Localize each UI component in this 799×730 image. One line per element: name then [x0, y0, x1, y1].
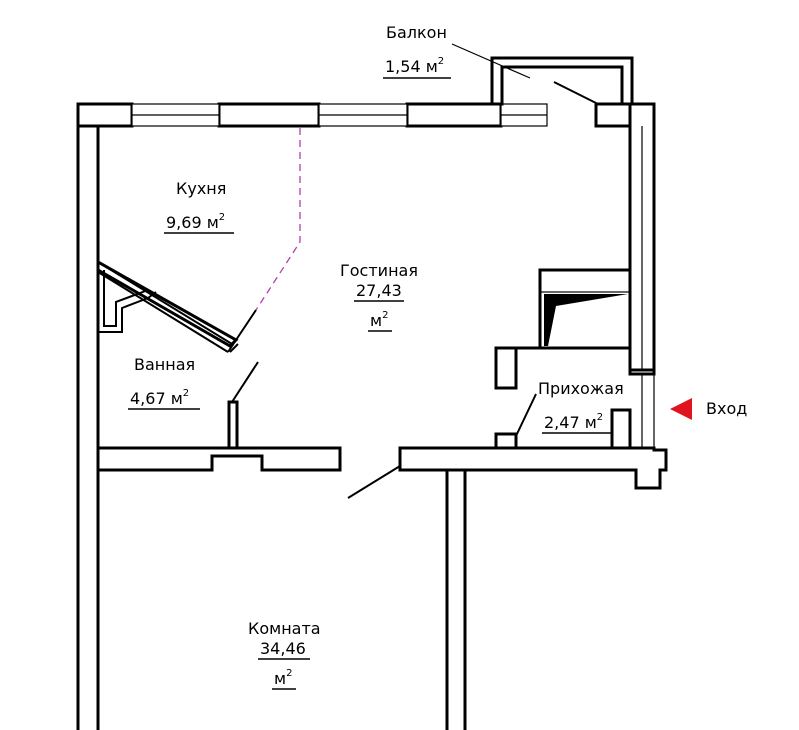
middle-wall-left — [96, 446, 342, 472]
bathroom-area: 4,67 м2 — [130, 388, 189, 408]
left-outer-wall — [76, 102, 100, 730]
bathroom-name: Ванная — [134, 355, 195, 374]
middle-wall-right — [398, 446, 668, 490]
balcony-name: Балкон — [386, 23, 447, 42]
entrance-marker: Вход — [670, 398, 747, 420]
hallway-area: 2,47 м2 — [544, 412, 603, 432]
top-wall-pier-3 — [405, 102, 503, 128]
balcony-area: 1,54 м2 — [385, 56, 444, 76]
interior-walls — [96, 259, 668, 730]
living-name: Гостиная — [340, 261, 418, 280]
hallway-name: Прихожая — [538, 379, 624, 398]
shaft-wall — [494, 268, 632, 390]
exterior-walls — [76, 102, 656, 730]
room-divider-wall — [445, 468, 467, 730]
bathroom-niche — [98, 291, 157, 333]
hallway-door-leaf — [515, 393, 537, 437]
hallway-right-pier — [610, 408, 632, 450]
living-door-leaf — [347, 465, 401, 499]
balcony-frame — [490, 56, 634, 106]
kitchen-name: Кухня — [176, 179, 226, 198]
shaft-fill — [544, 294, 628, 346]
room-labels: Балкон 1,54 м2 Кухня 9,69 м2 Гостиная 27… — [128, 23, 624, 690]
bathroom-right-wall — [227, 400, 239, 452]
balcony — [490, 56, 634, 126]
entrance-wall-right — [628, 368, 656, 376]
kitchen-area: 9,69 м2 — [166, 212, 225, 232]
entrance-arrow-icon — [670, 398, 692, 420]
top-wall-pier-1 — [76, 102, 134, 128]
entrance-label: Вход — [706, 399, 747, 418]
hallway-left-wall — [494, 432, 518, 450]
room-unit: м2 — [274, 668, 292, 688]
kitchen-living-boundary — [255, 128, 301, 311]
top-wall-pier-2 — [217, 102, 321, 128]
living-area: 27,43 — [356, 281, 402, 300]
room-name: Комната — [248, 619, 321, 638]
bathroom-door-leaf — [227, 309, 257, 353]
room-area: 34,46 — [260, 639, 306, 658]
living-unit: м2 — [370, 310, 388, 330]
balcony-door-leaf — [553, 81, 599, 105]
balcony-leader-line — [451, 43, 531, 79]
kitchen-bath-door-leaf — [231, 361, 259, 403]
